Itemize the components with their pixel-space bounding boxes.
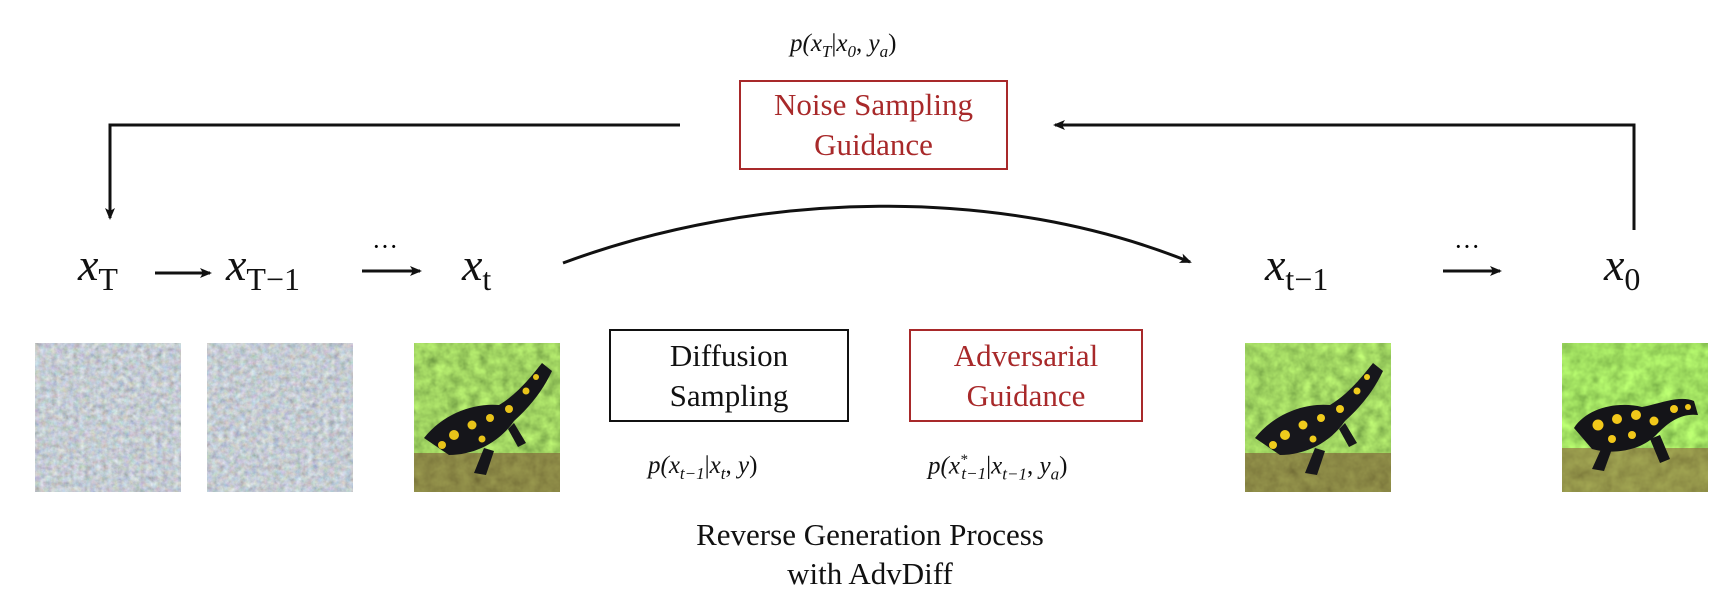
noise-to-xT-arrow [105, 123, 680, 220]
caption-line2: with AdvDiff [787, 556, 953, 591]
diffusion-sampling-box: Diffusion Sampling [609, 329, 849, 422]
adversarial-formula: p(x*t−1|xt−1, ya) [928, 452, 1068, 484]
noise-box-line2: Guidance [814, 127, 933, 162]
caption-line1: Reverse Generation Process [696, 517, 1044, 552]
state-xt: xt [462, 239, 492, 297]
x0-to-noise-arrow [1053, 120, 1636, 230]
ellipsis-2: ··· [1454, 232, 1480, 261]
ellipsis-1: ··· [372, 232, 398, 261]
salamander-xt-1-svg [1245, 343, 1391, 492]
noise-box-line1: Noise Sampling [774, 87, 973, 122]
adversarial-box-line2: Guidance [966, 377, 1086, 413]
salamander-x0-svg [1562, 343, 1708, 492]
state-xT-1: xT−1 [226, 239, 301, 297]
adversarial-box-line1: Adversarial [953, 337, 1099, 373]
noise-formula: p(xT|x0, ya) [790, 30, 897, 61]
diffusion-box-line2: Sampling [669, 377, 789, 413]
noise-image-xT [35, 343, 181, 492]
noise-sampling-guidance-box: Noise Sampling Guidance [739, 80, 1008, 170]
noise-image-xT-1 [207, 343, 353, 492]
noise-image-xT-1-svg [207, 343, 353, 492]
caption: Reverse Generation Process with AdvDiff [560, 515, 1180, 593]
salamander-image-xt-1 [1245, 343, 1391, 492]
xt-to-xt1-curve [562, 204, 1192, 265]
state-xT: xT [78, 239, 118, 297]
state-xt-1: xt−1 [1265, 239, 1329, 297]
salamander-image-xt [414, 343, 560, 492]
salamander-image-x0 [1562, 343, 1708, 492]
diffusion-box-line1: Diffusion [669, 337, 789, 373]
adversarial-guidance-box: Adversarial Guidance [909, 329, 1143, 422]
salamander-xt-svg [414, 343, 560, 492]
noise-image-xT-svg [35, 343, 181, 492]
state-x0: x0 [1604, 239, 1641, 297]
diffusion-formula: p(xt−1|xt, y) [648, 452, 758, 483]
